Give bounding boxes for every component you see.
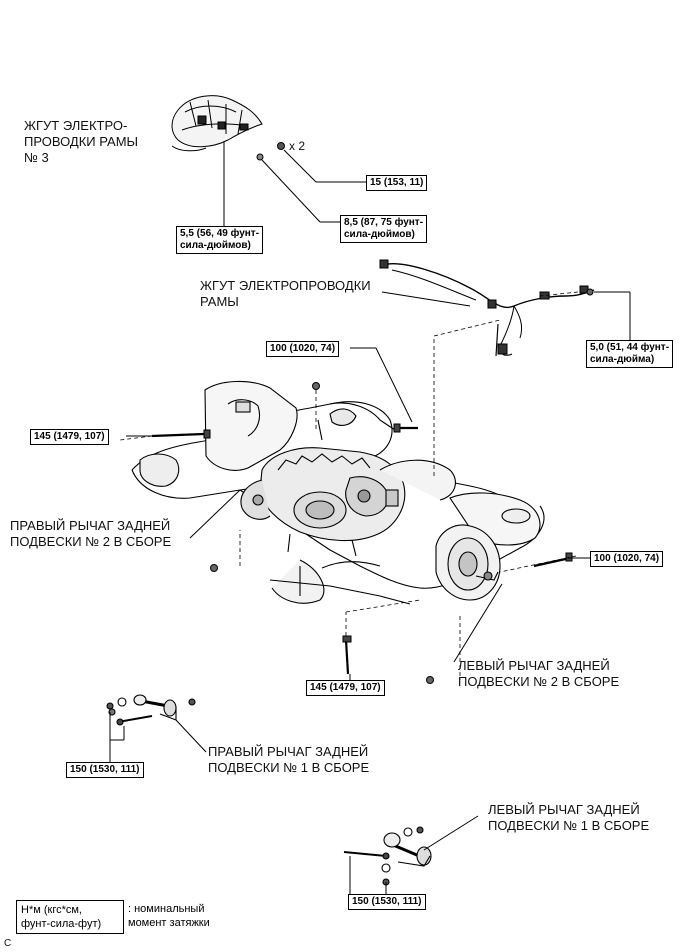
legend-line: фунт-сила-фут) [21,918,102,930]
label-line: ЛЕВЫЙ РЫЧАГ ЗАДНЕЙ [458,658,610,673]
torque-150-left: 150 (1530, 111) [66,762,144,778]
label-line: ПРАВЫЙ РЫЧАГ ЗАДНЕЙ [10,518,171,533]
corner-mark: C [4,938,12,949]
torque-145-left: 145 (1479, 107) [30,429,109,445]
label-left-arm-1: ЛЕВЫЙ РЫЧАГ ЗАДНЕЙ ПОДВЕСКИ № 1 В СБОРЕ [488,802,649,834]
label-line: ЖГУТ ЭЛЕКТРО- [24,118,128,133]
legend-description: : номинальный момент затяжки [128,902,210,930]
label-frame-wire-harness: ЖГУТ ЭЛЕКТРОПРОВОДКИ РАМЫ [200,278,371,310]
legend-line: : номинальный [128,903,205,915]
torque-145-bottom: 145 (1479, 107) [306,680,385,696]
right-arm-1-drawing [106,694,196,726]
torque-line: сила-дюймов) [344,229,415,240]
frame-wire-harness-drawing [379,259,595,357]
torque-line: сила-дюйма) [590,354,655,365]
bolts-drawing [151,382,573,684]
label-line: ЛЕВЫЙ РЫЧАГ ЗАДНЕЙ [488,802,640,817]
label-line: ПРОВОДКИ РАМЫ [24,134,139,149]
label-line: ПРАВЫЙ РЫЧАГ ЗАДНЕЙ [208,744,369,759]
torque-line: сила-дюймов) [180,240,251,251]
alignment-dashes [119,291,579,680]
label-line: ПОДВЕСКИ № 1 В СБОРЕ [208,760,370,775]
torque-line: 8,5 (87, 75 фунт- [344,217,424,228]
torque-100-right: 100 (1020, 74) [590,551,664,567]
legend-line: Н*м (кгс*см, [21,904,82,916]
label-line: ПОДВЕСКИ № 1 В СБОРЕ [488,818,650,833]
label-line: ЖГУТ ЭЛЕКТРОПРОВОДКИ [200,278,371,293]
torque-8-5: 8,5 (87, 75 фунт- сила-дюймов) [340,215,428,243]
hub-knuckle-drawing [321,459,501,601]
torque-5-5: 5,5 (56, 49 фунт- сила-дюймов) [176,226,264,254]
label-line: ПОДВЕСКИ № 2 В СБОРЕ [458,674,620,689]
label-line: ПОДВЕСКИ № 2 В СБОРЕ [10,534,172,549]
torque-15: 15 (153, 11) [366,175,428,191]
torque-150-bottom: 150 (1530, 111) [348,894,426,910]
label-left-arm-2: ЛЕВЫЙ РЫЧАГ ЗАДНЕЙ ПОДВЕСКИ № 2 В СБОРЕ [458,658,619,690]
torque-100-top: 100 (1020, 74) [266,341,340,357]
differential-drawing [240,447,406,557]
torque-line: 5,5 (56, 49 фунт- [180,228,260,239]
frame-wire-harness-3-drawing [171,95,285,161]
label-line: № 3 [24,150,49,165]
legend-line: момент затяжки [128,917,210,929]
label-line: РАМЫ [200,294,239,309]
torque-5-0: 5,0 (51, 44 фунт- сила-дюйма) [586,340,674,368]
label-x2: x 2 [289,139,306,153]
left-arm-1-drawing [343,826,432,886]
label-right-arm-1: ПРАВЫЙ РЫЧАГ ЗАДНЕЙ ПОДВЕСКИ № 1 В СБОРЕ [208,744,369,776]
legend-unit-box: Н*м (кгс*см, фунт-сила-фут) [16,900,124,934]
label-right-arm-2: ПРАВЫЙ РЫЧАГ ЗАДНЕЙ ПОДВЕСКИ № 2 В СБОРЕ [10,518,171,550]
rear-subframe-drawing [131,380,545,605]
torque-line: 5,0 (51, 44 фунт- [590,342,670,353]
label-frame-wire-harness-3: ЖГУТ ЭЛЕКТРО- ПРОВОДКИ РАМЫ № 3 [24,118,138,166]
